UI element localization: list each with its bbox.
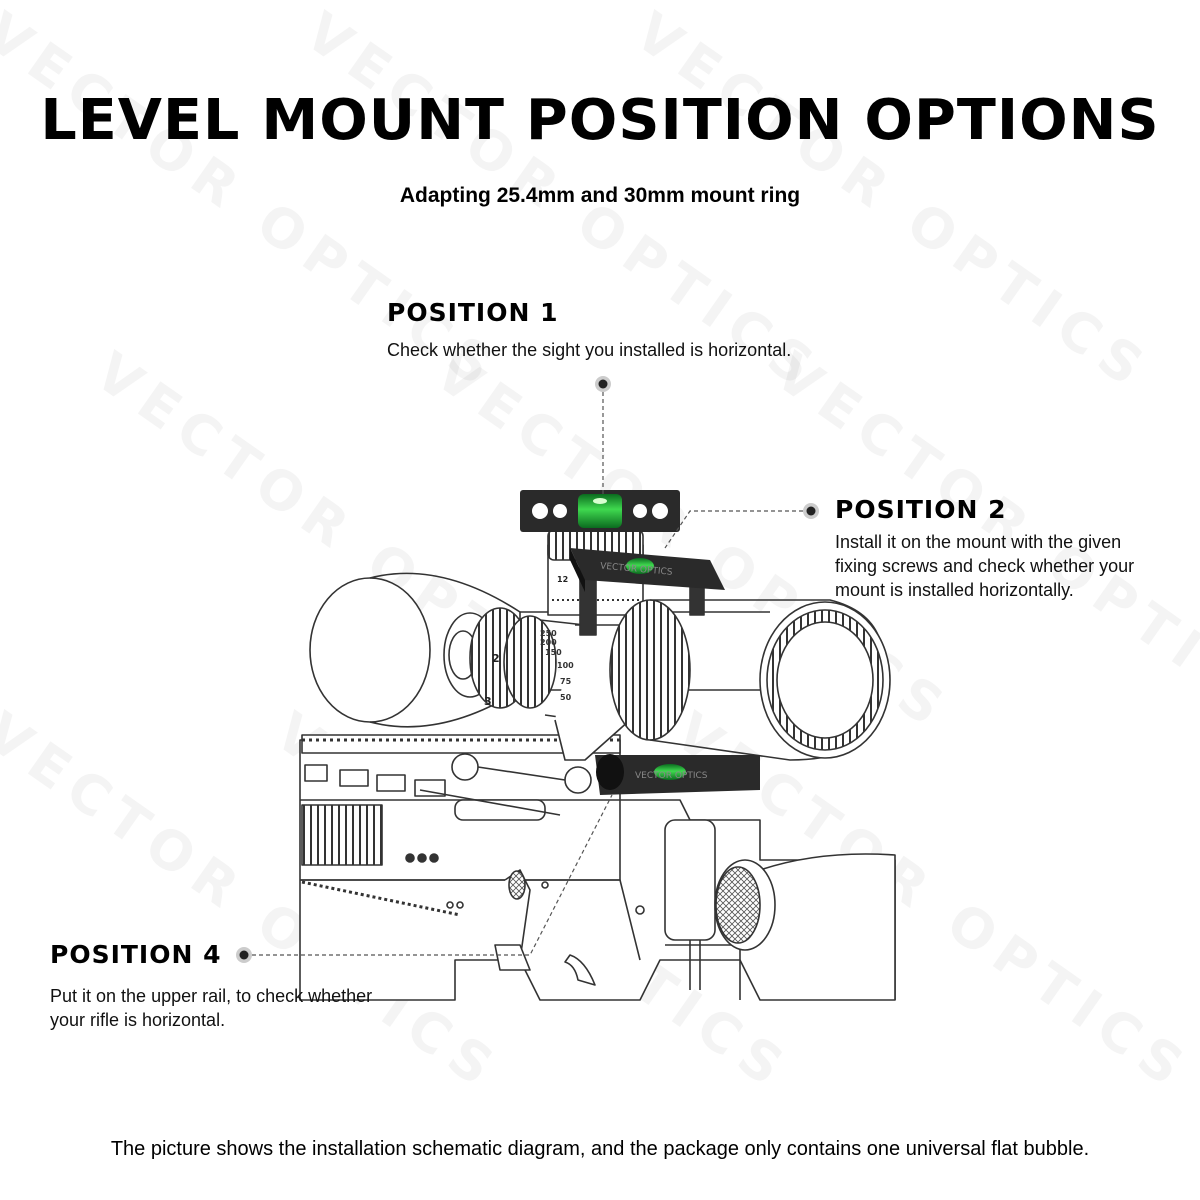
level-brand: VECTOR OPTICS (635, 771, 708, 781)
position-2-line: Install it on the mount with the given (835, 532, 1122, 552)
dial-mark: 100 (557, 661, 574, 670)
position-1-title: POSITION 1 (387, 298, 559, 327)
page-title: LEVEL MOUNT POSITION OPTIONS (40, 88, 1160, 153)
position-2-line: mount is installed horizontally. (835, 580, 1074, 600)
dial-mark: 150 (545, 648, 562, 657)
position-4-line: Put it on the upper rail, to check wheth… (50, 986, 373, 1006)
scale-number: 12 (557, 575, 568, 584)
turret-number: 2 (492, 652, 500, 665)
level-position-1 (520, 490, 680, 532)
dial-mark: 75 (560, 677, 572, 686)
dial-mark: 200 (540, 638, 557, 647)
dial-mark: 50 (560, 693, 572, 702)
position-4-description: Put it on the upper rail, to check wheth… (50, 984, 450, 1032)
level-position-2: VECTOR OPTICS (570, 548, 725, 592)
dial-mark: 250 (540, 629, 557, 638)
page-subtitle: Adapting 25.4mm and 30mm mount ring (399, 184, 801, 207)
position-1-description: Check whether the sight you installed is… (387, 340, 792, 360)
level-position-lower: VECTOR OPTICS (595, 754, 760, 795)
position-4-line: your rifle is horizontal. (50, 1010, 226, 1030)
turret-number: 3 (484, 695, 492, 708)
position-2-title: POSITION 2 (835, 495, 1007, 524)
position-4-title: POSITION 4 (50, 940, 222, 969)
position-2-line: fixing screws and check whether your (835, 556, 1135, 576)
position-2-description: Install it on the mount with the given f… (835, 530, 1195, 602)
footer-note: The picture shows the installation schem… (110, 1138, 1090, 1160)
